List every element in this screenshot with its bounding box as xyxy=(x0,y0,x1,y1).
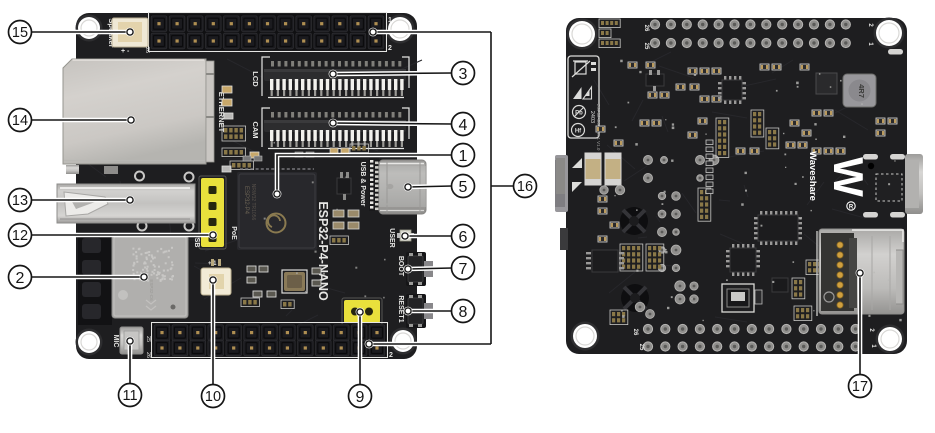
svg-text:25: 25 xyxy=(638,344,644,351)
svg-text:+ -: + - xyxy=(121,48,130,55)
svg-text:4: 4 xyxy=(459,117,468,134)
svg-text:3: 3 xyxy=(459,66,468,83)
svg-text:BOOT: BOOT xyxy=(397,256,404,277)
svg-text:USB & Power: USB & Power xyxy=(359,162,366,207)
svg-text:26: 26 xyxy=(632,329,638,336)
svg-text:26: 26 xyxy=(145,352,151,358)
svg-text:25: 25 xyxy=(643,43,649,50)
svg-text:26: 26 xyxy=(643,25,649,32)
svg-text:ESP32-P4: ESP32-P4 xyxy=(243,186,249,215)
svg-text:6: 6 xyxy=(459,229,468,246)
svg-text:2: 2 xyxy=(388,45,392,52)
svg-text:1: 1 xyxy=(459,148,468,165)
svg-text:10: 10 xyxy=(205,389,221,405)
svg-text:13: 13 xyxy=(12,193,28,209)
svg-text:PoE: PoE xyxy=(230,226,237,240)
svg-text:2: 2 xyxy=(16,270,25,287)
svg-text:R: R xyxy=(849,205,854,211)
svg-text:ESP32-P4-NANO: ESP32-P4-NANO xyxy=(316,201,330,301)
svg-text:Hf: Hf xyxy=(575,129,582,135)
svg-text:USB: USB xyxy=(193,233,200,248)
svg-text:12: 12 xyxy=(12,228,28,244)
svg-text:8: 8 xyxy=(459,304,468,321)
svg-text:25: 25 xyxy=(145,336,151,342)
svg-text:11: 11 xyxy=(122,388,137,404)
svg-text:W: W xyxy=(825,157,872,197)
svg-text:Pb: Pb xyxy=(575,111,583,117)
svg-text:5: 5 xyxy=(459,179,468,196)
svg-text:RESET1: RESET1 xyxy=(397,295,404,322)
svg-text:CAM: CAM xyxy=(251,121,260,138)
svg-text:14: 14 xyxy=(12,113,28,129)
svg-text:Waveshare: Waveshare xyxy=(807,151,818,201)
svg-text:LCD: LCD xyxy=(251,71,260,87)
svg-text:7: 7 xyxy=(459,261,468,278)
svg-text:9: 9 xyxy=(356,389,365,406)
svg-text:4R7: 4R7 xyxy=(857,84,866,98)
svg-text:26: 26 xyxy=(144,47,150,53)
svg-text:16: 16 xyxy=(517,179,533,195)
svg-text:ETHERNET: ETHERNET xyxy=(217,92,226,133)
svg-text:USER: USER xyxy=(388,228,395,247)
svg-text:2: 2 xyxy=(868,328,874,332)
svg-text:ESP32-C6: ESP32-C6 xyxy=(149,279,154,301)
svg-text:1: 1 xyxy=(388,17,392,24)
svg-text:17: 17 xyxy=(852,379,868,395)
svg-text:MIC: MIC xyxy=(112,335,119,348)
svg-text:2: 2 xyxy=(867,23,873,27)
svg-text:1: 1 xyxy=(867,42,873,46)
svg-text:2403: 2403 xyxy=(589,111,595,123)
svg-text:1: 1 xyxy=(870,344,876,348)
svg-text:2: 2 xyxy=(389,352,393,359)
svg-text:15: 15 xyxy=(12,25,28,41)
svg-text:NRW32 TR1056: NRW32 TR1056 xyxy=(250,184,256,221)
